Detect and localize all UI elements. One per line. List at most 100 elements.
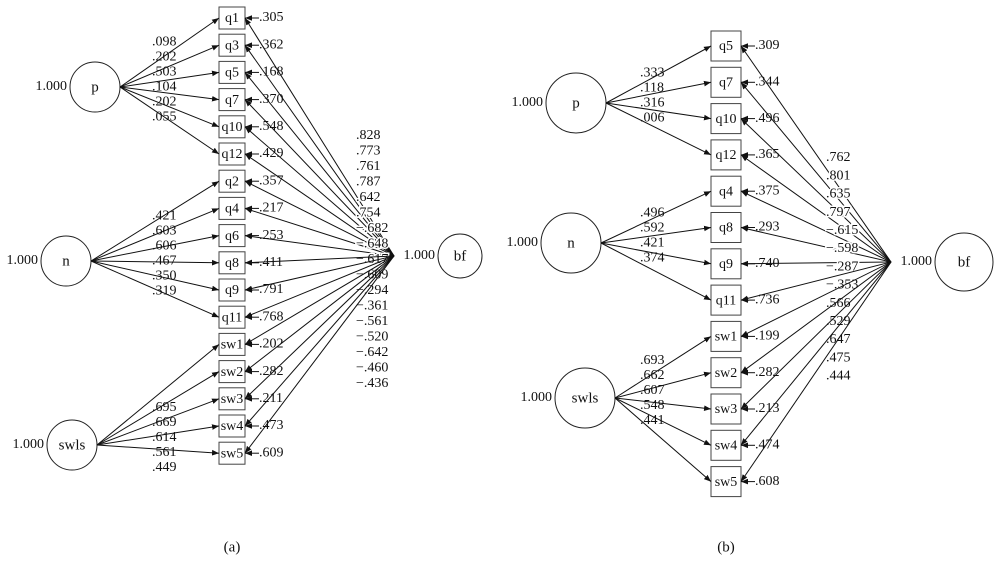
bf-loading-path bbox=[740, 261, 892, 446]
latent-factor-bf bbox=[437, 233, 483, 279]
item-label: sw5 bbox=[715, 475, 738, 490]
item-label: q11 bbox=[716, 293, 736, 308]
factor-label-bf: bf bbox=[958, 254, 971, 270]
loading-path bbox=[600, 190, 712, 244]
loading-label: .319 bbox=[152, 284, 177, 299]
item-label: sw5 bbox=[221, 446, 244, 461]
observed-item-sw5 bbox=[710, 466, 742, 498]
residual-label: .370 bbox=[259, 92, 284, 107]
loading-path bbox=[90, 260, 220, 292]
loading-label: .548 bbox=[640, 398, 665, 413]
bf-loading-label: .444 bbox=[826, 369, 851, 384]
loading-path bbox=[119, 86, 220, 128]
bf-loading-label: .529 bbox=[826, 314, 851, 329]
residual-label: .293 bbox=[755, 220, 780, 235]
bf-loading-path bbox=[740, 45, 892, 263]
loading-label: .006 bbox=[640, 111, 665, 126]
item-label: q3 bbox=[225, 38, 239, 53]
item-label: sw3 bbox=[221, 392, 244, 407]
bf-loading-path bbox=[244, 153, 395, 257]
bf-loading-path bbox=[244, 126, 395, 257]
bf-loading-path bbox=[244, 99, 395, 257]
item-label: q7 bbox=[719, 76, 733, 91]
item-label: q4 bbox=[225, 202, 239, 217]
bf-loading-label: .635 bbox=[826, 187, 851, 202]
residual-label: .411 bbox=[259, 255, 283, 270]
residual-label: .768 bbox=[259, 309, 284, 324]
loading-label: .662 bbox=[640, 368, 665, 383]
loading-label: .202 bbox=[152, 50, 177, 65]
bf-loading-label: −.561 bbox=[356, 314, 388, 329]
loading-path bbox=[614, 397, 712, 482]
bf-loading-label: −.520 bbox=[356, 330, 388, 345]
observed-item-sw4 bbox=[710, 429, 742, 461]
loading-label: .695 bbox=[152, 400, 177, 415]
loading-path bbox=[614, 397, 712, 446]
bf-loading-label: .475 bbox=[826, 350, 851, 365]
variance-label-p: 1.000 bbox=[512, 95, 544, 110]
item-label: sw2 bbox=[221, 365, 244, 380]
observed-item-q12 bbox=[710, 139, 742, 171]
loading-path bbox=[96, 344, 220, 446]
bf-loading-path bbox=[244, 255, 395, 266]
item-label: q1 bbox=[225, 11, 239, 26]
loading-path bbox=[605, 102, 712, 156]
residual-label: .168 bbox=[259, 65, 284, 80]
loading-label: .503 bbox=[152, 65, 177, 80]
bf-loading-path bbox=[740, 261, 892, 302]
item-label: q10 bbox=[716, 112, 737, 127]
variance-label-bf: 1.000 bbox=[901, 254, 933, 269]
loading-path bbox=[605, 80, 712, 104]
loading-path bbox=[614, 397, 712, 411]
residual-label: .608 bbox=[755, 474, 780, 489]
latent-factor-bf bbox=[934, 232, 994, 292]
bf-loading-path bbox=[244, 44, 395, 257]
loading-label: .098 bbox=[152, 35, 177, 50]
variance-label-p: 1.000 bbox=[36, 79, 68, 94]
residual-label: .473 bbox=[259, 418, 284, 433]
loading-label: .603 bbox=[152, 224, 177, 239]
bf-loading-path bbox=[244, 255, 395, 454]
residual-label: .609 bbox=[259, 445, 284, 460]
loading-label: .607 bbox=[640, 383, 665, 398]
bf-loading-path bbox=[740, 118, 892, 263]
item-label: q5 bbox=[719, 39, 733, 54]
bf-loading-path bbox=[740, 226, 892, 263]
bf-loading-label: −.361 bbox=[356, 299, 388, 314]
loading-path bbox=[96, 398, 220, 446]
loading-label: .441 bbox=[640, 413, 665, 428]
loading-label: .421 bbox=[640, 236, 665, 251]
loading-path bbox=[90, 260, 220, 318]
residual-label: .309 bbox=[755, 38, 780, 53]
loading-path bbox=[119, 44, 220, 88]
bf-loading-label: −.287 bbox=[826, 259, 858, 274]
residual-label: .211 bbox=[259, 391, 283, 406]
bf-loading-path bbox=[244, 255, 395, 400]
bf-loading-label: −.460 bbox=[356, 361, 388, 376]
item-label: q12 bbox=[716, 148, 737, 163]
loading-path bbox=[600, 242, 712, 266]
loading-label: .592 bbox=[640, 221, 665, 236]
loading-label: .693 bbox=[640, 353, 665, 368]
bf-loading-path bbox=[244, 72, 395, 257]
item-label: sw4 bbox=[715, 439, 738, 454]
residual-label: .344 bbox=[755, 75, 780, 90]
item-label: q12 bbox=[222, 147, 243, 162]
loading-path bbox=[96, 444, 220, 456]
residual-label: .474 bbox=[755, 438, 780, 453]
bf-loading-path bbox=[244, 255, 395, 318]
loading-path bbox=[600, 242, 712, 301]
bf-loading-label: −.615 bbox=[826, 223, 858, 238]
bf-loading-label: .642 bbox=[356, 190, 381, 205]
loading-label: .496 bbox=[640, 206, 665, 221]
residual-label: .305 bbox=[259, 10, 284, 25]
loading-path bbox=[119, 70, 220, 88]
loading-path bbox=[605, 45, 712, 104]
loading-label: .104 bbox=[152, 80, 177, 95]
item-label: sw2 bbox=[715, 366, 738, 381]
loading-path bbox=[96, 371, 220, 446]
bf-loading-label: .787 bbox=[356, 175, 381, 190]
bf-loading-label: −.682 bbox=[356, 221, 388, 236]
bf-loading-path bbox=[740, 260, 892, 267]
